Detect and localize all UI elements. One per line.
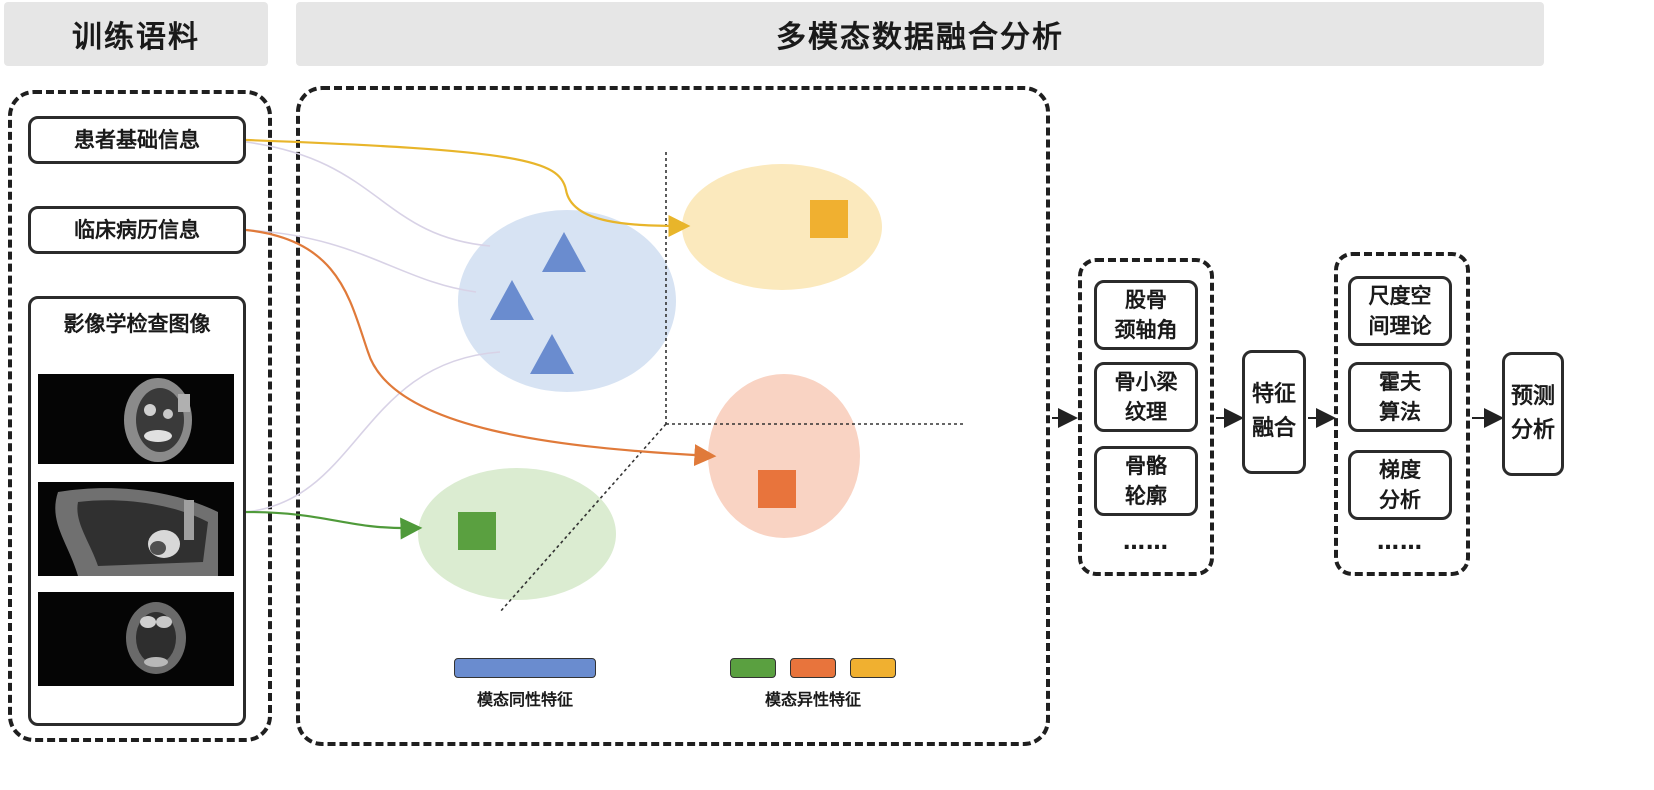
patient-info-box: 患者基础信息: [28, 116, 246, 164]
method-hough-algorithm-label: 霍夫 算法: [1379, 370, 1421, 424]
yellow-feature-square: [810, 200, 848, 238]
feature-femoral-neck-angle: 股骨 颈轴角: [1094, 280, 1198, 350]
link-image-to-homogeneous: [245, 351, 501, 513]
features-ellipsis: ……: [1123, 530, 1169, 555]
feature-trabecular-texture: 骨小梁 纹理: [1094, 362, 1198, 432]
legend-heterogeneous-swatch-green: [730, 658, 776, 678]
feature-bone-contour-label: 骨骼 轮廓: [1125, 454, 1167, 508]
legend-homogeneous-swatch: [454, 658, 596, 678]
link-patient-to-homogeneous: [245, 141, 491, 247]
legend-heterogeneous-swatch-yellow: [850, 658, 896, 678]
imaging-title: 影像学检查图像: [63, 312, 211, 336]
homogeneous-feature-triangle: [490, 280, 534, 320]
homogeneous-feature-triangle: [542, 232, 586, 272]
legend-homogeneous-label: 模态同性特征: [476, 690, 573, 709]
header-training-corpus: 训练语料: [4, 2, 268, 66]
legend-heterogeneous-label: 模态异性特征: [764, 690, 861, 709]
green-feature-square: [458, 512, 496, 550]
features-container: [1078, 258, 1214, 576]
methods-container: [1334, 252, 1470, 576]
clinical-history-box: 临床病历信息: [28, 206, 246, 254]
header-training-corpus-text: 训练语料: [72, 20, 200, 55]
link-clinical-to-orange: [245, 228, 717, 467]
method-gradient-analysis: 梯度 分析: [1348, 450, 1452, 520]
link-image-to-green: [245, 510, 423, 540]
prediction-analysis-label: 预测 分析: [1510, 384, 1555, 443]
clinical-history-label: 临床病历信息: [74, 218, 200, 242]
ct-scan-image-sagittal: [38, 482, 234, 576]
homogeneous-feature-triangle: [530, 334, 574, 374]
ct-scan-image-coronal: [38, 592, 234, 686]
legend-heterogeneous-swatch-orange: [790, 658, 836, 678]
method-scale-space-theory: 尺度空 间理论: [1348, 276, 1452, 346]
fusion-space-container: [296, 86, 1050, 746]
methods-ellipsis: ……: [1377, 530, 1423, 555]
corpus-container: [8, 90, 272, 742]
link-clinical-to-homogeneous: [245, 229, 477, 293]
prediction-analysis-box: 预测 分析: [1502, 352, 1564, 476]
green-feature-cluster: [418, 468, 616, 600]
orange-feature-square: [758, 470, 796, 508]
link-patient-to-yellow: [245, 138, 691, 237]
yellow-feature-cluster: [682, 164, 882, 290]
feature-trabecular-texture-label: 骨小梁 纹理: [1114, 370, 1178, 424]
feature-femoral-neck-angle-label: 股骨 颈轴角: [1114, 288, 1178, 342]
method-scale-space-theory-label: 尺度空 间理论: [1368, 284, 1432, 338]
patient-info-label: 患者基础信息: [74, 128, 200, 152]
feature-fusion-label: 特征 融合: [1251, 382, 1296, 441]
feature-bone-contour: 骨骼 轮廓: [1094, 446, 1198, 516]
method-gradient-analysis-label: 梯度 分析: [1379, 458, 1421, 512]
feature-fusion-box: 特征 融合: [1242, 350, 1306, 474]
header-multimodal-fusion-text: 多模态数据融合分析: [776, 20, 1064, 55]
ct-scan-image-axial: [38, 374, 234, 464]
header-multimodal-fusion: 多模态数据融合分析: [296, 2, 1544, 66]
method-hough-algorithm: 霍夫 算法: [1348, 362, 1452, 432]
orange-feature-cluster: [708, 374, 860, 538]
